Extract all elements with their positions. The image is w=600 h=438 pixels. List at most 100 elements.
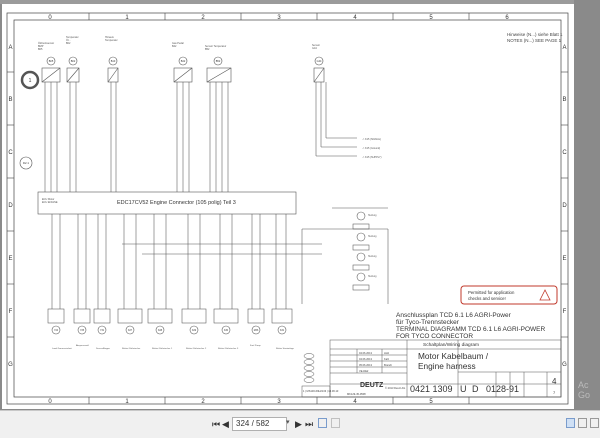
permit-stamp	[460, 285, 558, 305]
svg-text:Heizung: Heizung	[368, 236, 377, 238]
svg-text:B52: B52	[216, 60, 221, 63]
next-page-button[interactable]: ▶	[295, 419, 302, 429]
svg-text:Holz: Holz	[384, 351, 390, 355]
ecu-title: EDC17CV52 Engine Connector (105 polig) T…	[117, 200, 236, 206]
svg-text:Y31: Y31	[100, 330, 105, 332]
svg-text:E: E	[562, 256, 566, 262]
svg-text:Y24: Y24	[54, 330, 59, 332]
svg-text:ECU ENGINE: ECU ENGINE	[42, 201, 58, 204]
page-number-input[interactable]: 324 / 582	[232, 417, 287, 431]
ecu-connector-box	[37, 191, 297, 215]
svg-text:D: D	[472, 384, 479, 394]
svg-text:4: 4	[353, 15, 357, 21]
svg-text:Öl...: Öl...	[66, 39, 71, 42]
heater-cluster	[332, 207, 388, 291]
notes-de: Hinweise (N...) siehe Blatt 1	[507, 32, 563, 37]
svg-text:Fuel Pump: Fuel Pump	[250, 345, 261, 347]
svg-text:2: 2	[201, 15, 205, 21]
svg-text:Temperatur: Temperatur	[105, 39, 118, 42]
svg-text:Absperrventil: Absperrventil	[76, 344, 89, 347]
right-gutter	[574, 0, 600, 410]
svg-text:C: C	[8, 150, 13, 156]
svg-text:K27: K27	[128, 330, 133, 332]
svg-text:checks and service!: checks and service!	[468, 296, 506, 301]
svg-text:Load Zumesseinheit: Load Zumesseinheit	[52, 347, 72, 350]
activation-watermark: Ac Go	[578, 380, 591, 400]
svg-text:1: 1	[29, 78, 32, 84]
svg-text:Gas Pedal: Gas Pedal	[172, 42, 184, 45]
svg-text:Öldrucksensor: Öldrucksensor	[38, 42, 54, 45]
svg-text:U: U	[460, 384, 467, 394]
svg-text:G44: G44	[312, 47, 317, 50]
paste-page-icon[interactable]	[331, 418, 340, 428]
svg-text:3: 3	[277, 15, 281, 21]
svg-text:2: 2	[201, 399, 205, 405]
notes-en: NOTES (N...) SEE PAGE 1	[507, 38, 562, 43]
svg-text:G44: G44	[317, 60, 322, 63]
svg-text:FOR TYCO CONNECTOR: FOR TYCO CONNECTOR	[396, 333, 473, 340]
title-de-1: Anschlussplan TCD 6.1 L6 AGRI-Power	[396, 312, 512, 319]
svg-text:MK129-45-0508: MK129-45-0508	[347, 392, 366, 396]
svg-text:G: G	[562, 362, 567, 368]
svg-text:B: B	[562, 97, 566, 103]
svg-text:B10: B10	[111, 60, 116, 63]
svg-text:Relais Glühstecker 1: Relais Glühstecker 1	[152, 347, 173, 350]
svg-text:VE-DE2: VE-DE2	[359, 369, 369, 373]
svg-text:1: 1	[125, 15, 129, 21]
harness-name-1: Motor Kabelbaum /	[418, 351, 489, 361]
svg-text:0: 0	[48, 399, 52, 405]
svg-text:Drosselklappe: Drosselklappe	[96, 347, 111, 350]
svg-text:K31: K31	[280, 330, 285, 332]
svg-text:F: F	[9, 309, 13, 315]
sheet-marker-icon	[20, 70, 40, 90]
svg-text:B: B	[8, 97, 12, 103]
svg-text:05.06.2013: 05.06.2013	[359, 363, 373, 367]
svg-text:Sensor: Sensor	[312, 44, 320, 47]
svg-text:A: A	[8, 45, 12, 51]
previous-page-button[interactable]: ◀	[222, 419, 229, 429]
svg-text:B02: B02	[66, 42, 71, 45]
copy-page-icon[interactable]	[318, 418, 327, 428]
svg-text:Permitted for application: Permitted for application	[468, 290, 515, 295]
page-dropdown-icon[interactable]: ▾	[286, 419, 290, 426]
single-page-view-icon[interactable]	[566, 418, 575, 428]
svg-text:Kalz: Kalz	[384, 357, 390, 361]
svg-text:Heizung: Heizung	[368, 256, 377, 258]
svg-text:K29: K29	[192, 330, 197, 332]
ecu-ref: D2.1	[23, 161, 29, 165]
svg-text:Relais Glühstecker 3: Relais Glühstecker 3	[218, 347, 239, 350]
svg-text:Relais Glühstecker 2: Relais Glühstecker 2	[186, 347, 207, 350]
last-page-button[interactable]: ⏭	[305, 419, 314, 429]
svg-text:K30: K30	[224, 330, 229, 332]
svg-text:Brandt: Brandt	[384, 363, 392, 367]
svg-text:Hinweis: Hinweis	[105, 36, 115, 39]
svg-text:C: C	[562, 150, 567, 156]
title-en-1: TERMINAL DIAGRAMM TCD 6.1 L6 AGRI-POWER	[396, 326, 545, 333]
continuous-view-icon[interactable]	[578, 418, 587, 428]
svg-text:für Tyco-Trennstecker: für Tyco-Trennstecker	[396, 319, 460, 326]
sheet-number: 4	[552, 377, 557, 386]
svg-text:© 2013 Deutz AG: © 2013 Deutz AG	[385, 386, 405, 390]
svg-text:G: G	[8, 362, 13, 368]
bottom-components	[47, 308, 293, 335]
first-page-button[interactable]: ⏮	[212, 419, 221, 429]
svg-text:D: D	[562, 203, 567, 209]
deutz-logo-icon	[539, 289, 551, 301]
svg-text:Temperatur: Temperatur	[66, 36, 79, 39]
title-block	[301, 339, 562, 398]
svg-text:B05: B05	[49, 60, 54, 63]
svg-text:F: F	[563, 309, 567, 315]
drawing-number: 0421 1309	[410, 384, 453, 394]
svg-text:-> K15 (SIGNAL): -> K15 (SIGNAL)	[362, 138, 381, 141]
svg-text:4: 4	[353, 399, 357, 405]
viewer-top-bar	[0, 0, 600, 4]
svg-text:-> K15 (SUPPLY): -> K15 (SUPPLY)	[362, 156, 382, 159]
svg-text:Sensor Temperatur: Sensor Temperatur	[205, 45, 226, 48]
svg-text:A: A	[562, 45, 566, 51]
svg-text:5: 5	[429, 15, 433, 21]
svg-text:3: 3	[277, 399, 281, 405]
svg-text:B42: B42	[181, 60, 186, 63]
svg-text:04.06.2013: 04.06.2013	[359, 351, 373, 355]
two-page-view-icon[interactable]	[590, 418, 599, 428]
